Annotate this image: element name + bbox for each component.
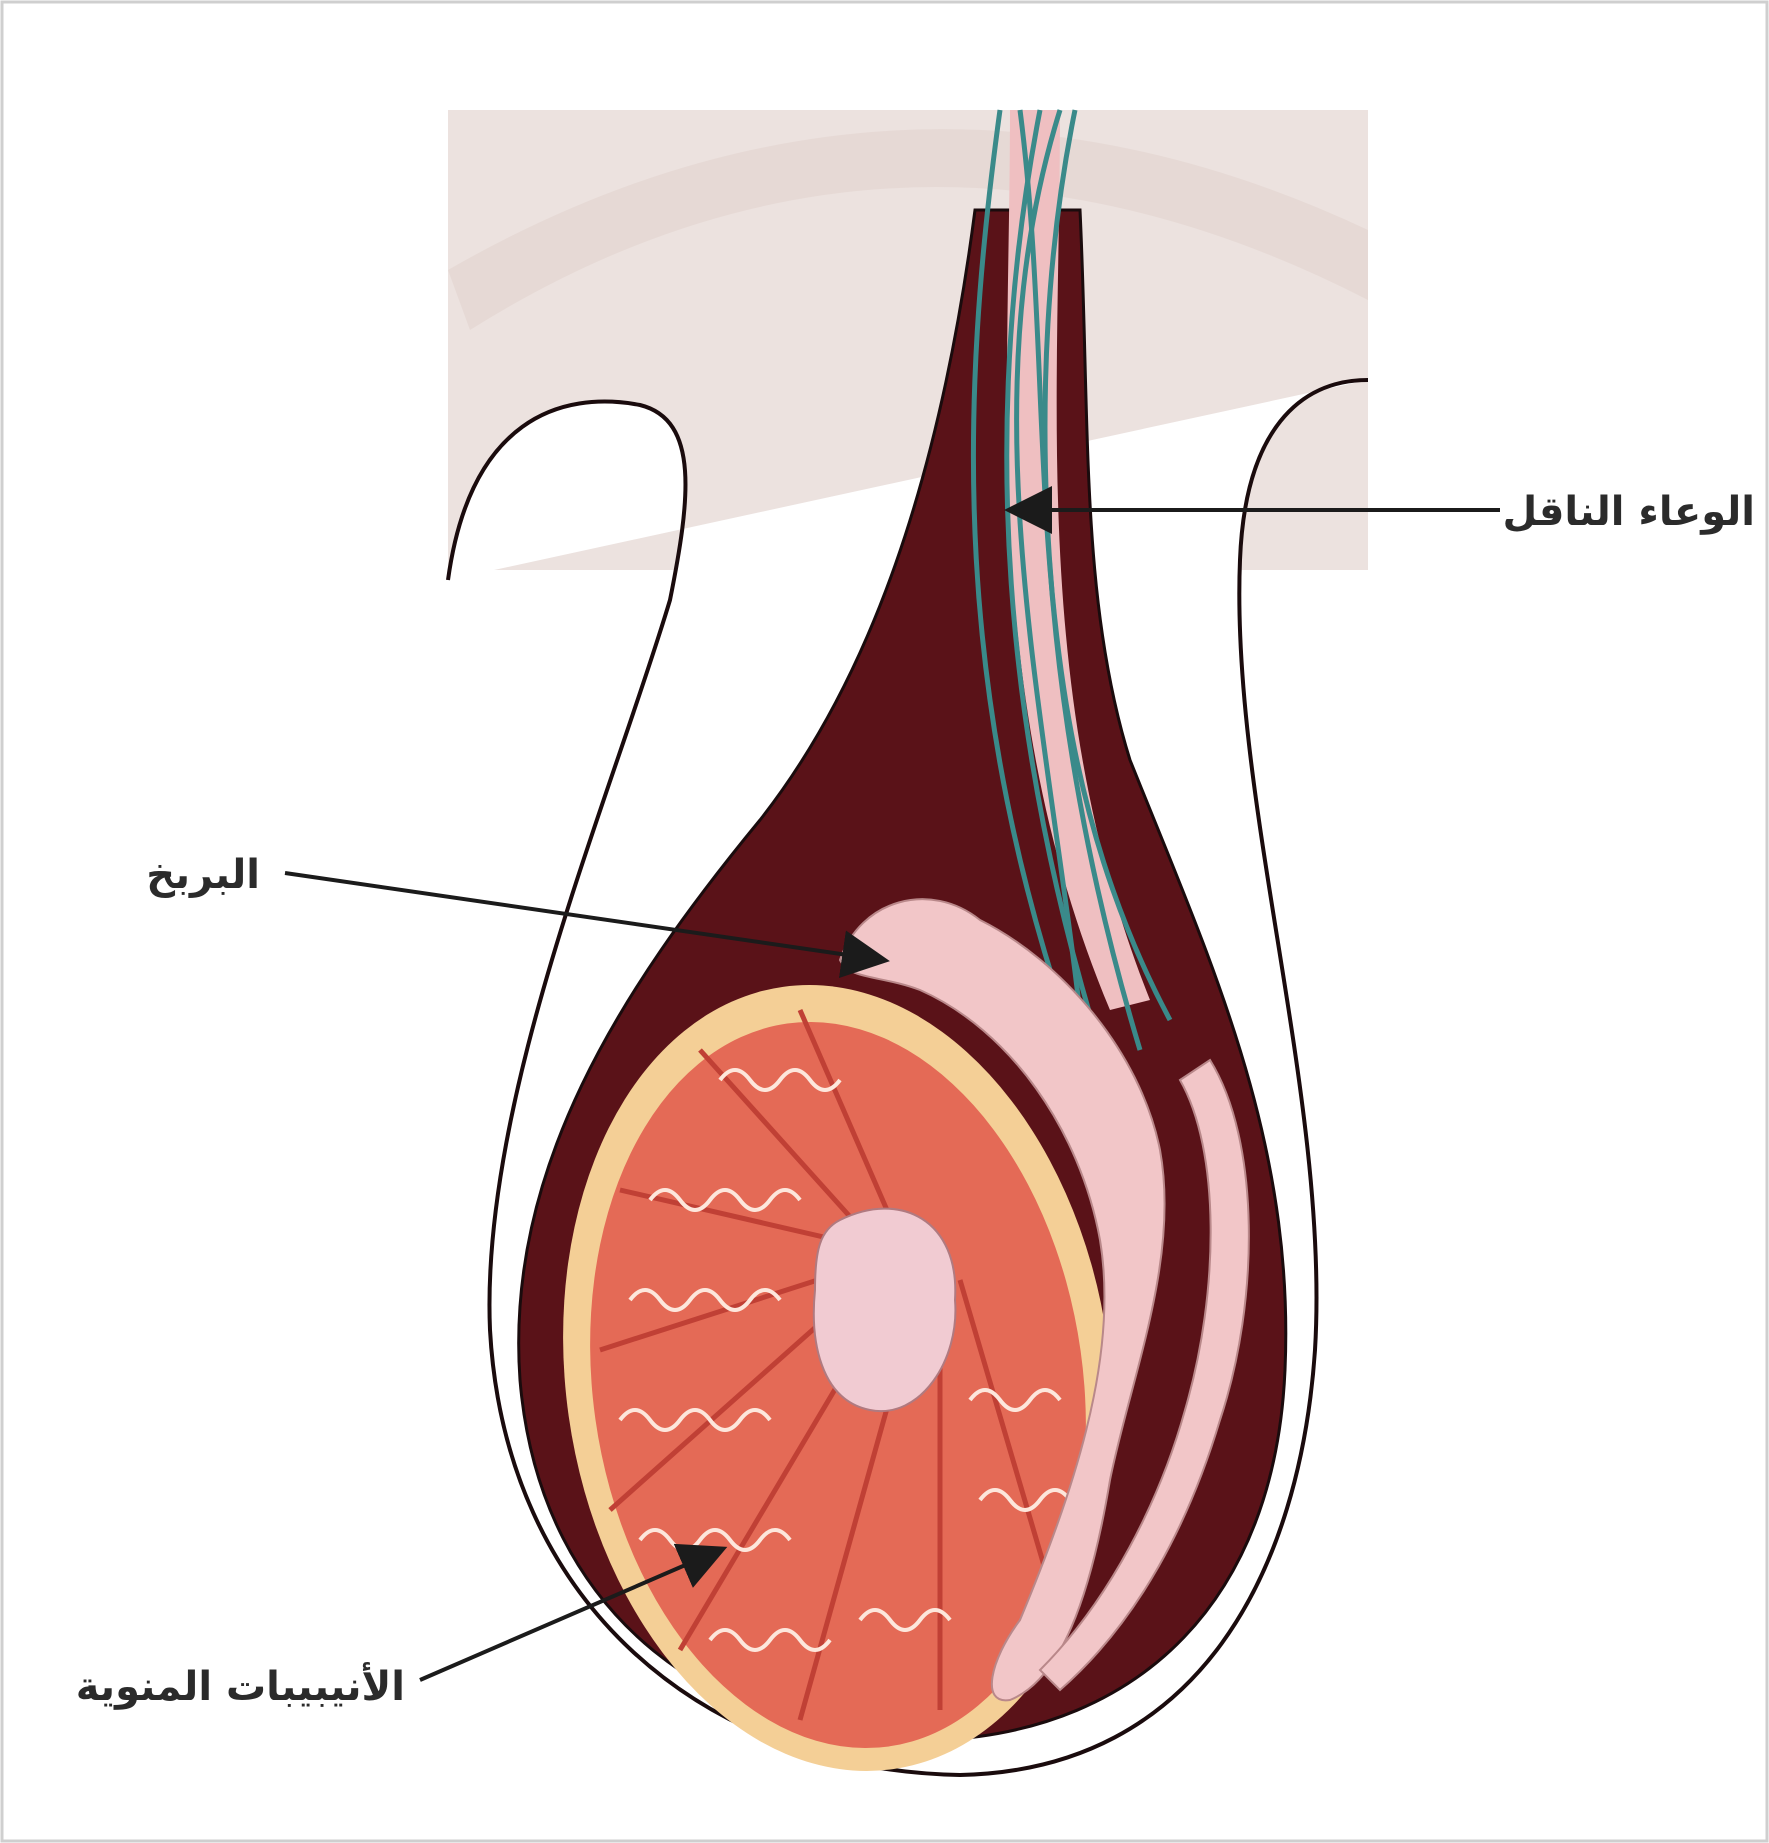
label-epididymis: البربخ bbox=[146, 852, 260, 898]
label-vas-deferens: الوعاء الناقل bbox=[1503, 489, 1756, 535]
rete-testis bbox=[814, 1209, 956, 1412]
label-seminiferous-tubules: الأنيبيبات المنوية bbox=[76, 1661, 405, 1710]
